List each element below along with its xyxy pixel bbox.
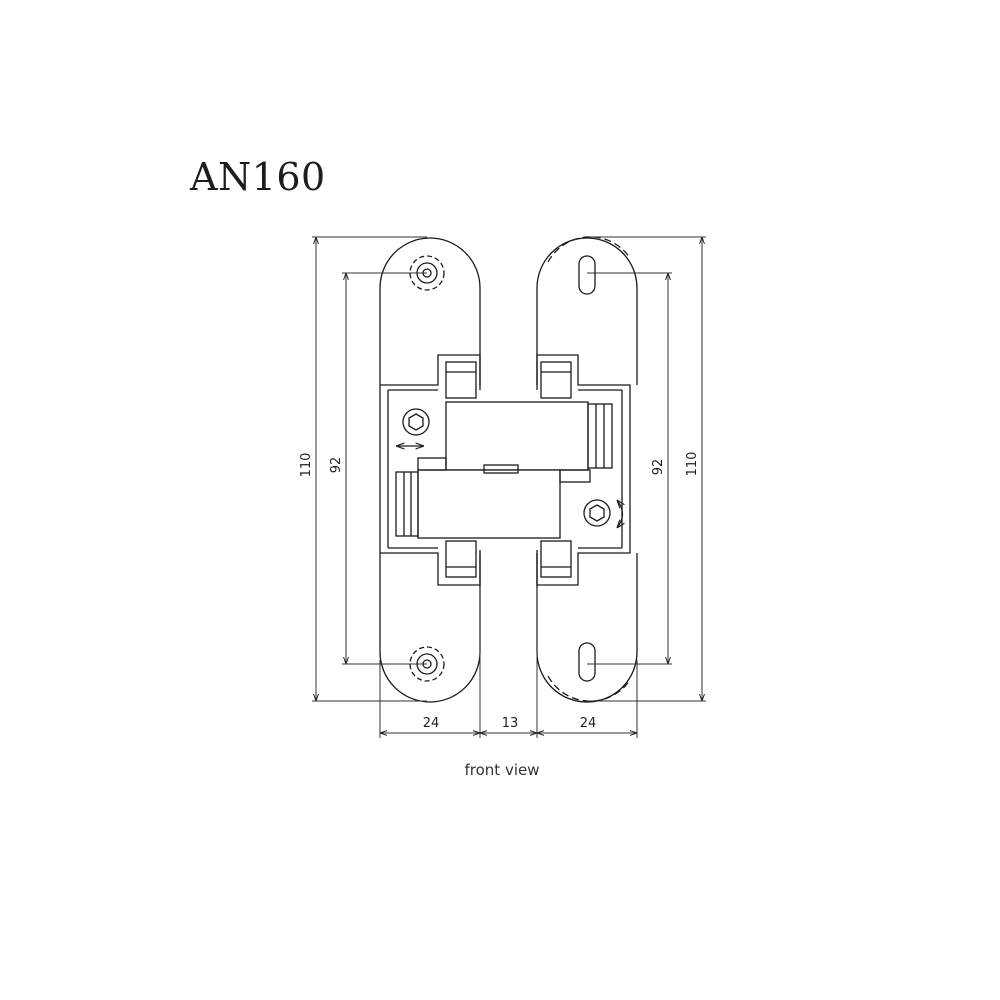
dim-label-bottom-right-24: 24 [580,716,597,731]
dim-label-right-92: 92 [651,459,666,476]
dim-label-bottom-left-24: 24 [423,716,440,731]
left-plate-outline [379,237,481,703]
dim-label-left-110: 110 [299,453,314,478]
left-bottom-bracket [445,540,477,578]
right-top-bracket [540,361,572,399]
left-top-bracket [445,361,477,399]
dim-label-right-110: 110 [685,452,700,477]
mechanism-housing [379,354,631,586]
horizontal-adjust-screw-icon [402,408,430,436]
drawing-title: AN160 [190,155,326,199]
rotation-adjust-arrow-icon [617,500,623,528]
dim-label-left-92: 92 [329,457,344,474]
view-caption: front view [464,761,540,779]
right-bottom-slot [578,642,596,682]
right-top-dashed-arc [547,236,631,263]
height-adjust-screw-icon [583,499,611,527]
right-plate-outline [536,237,638,703]
upper-hinge-arm [445,401,589,471]
right-bottom-dashed-arc [547,675,631,702]
right-bottom-bracket [540,540,572,578]
right-top-slot [578,255,596,295]
lower-hinge-arm [417,469,561,539]
dim-label-bottom-13: 13 [502,716,519,731]
housing-inner-line [387,389,623,549]
